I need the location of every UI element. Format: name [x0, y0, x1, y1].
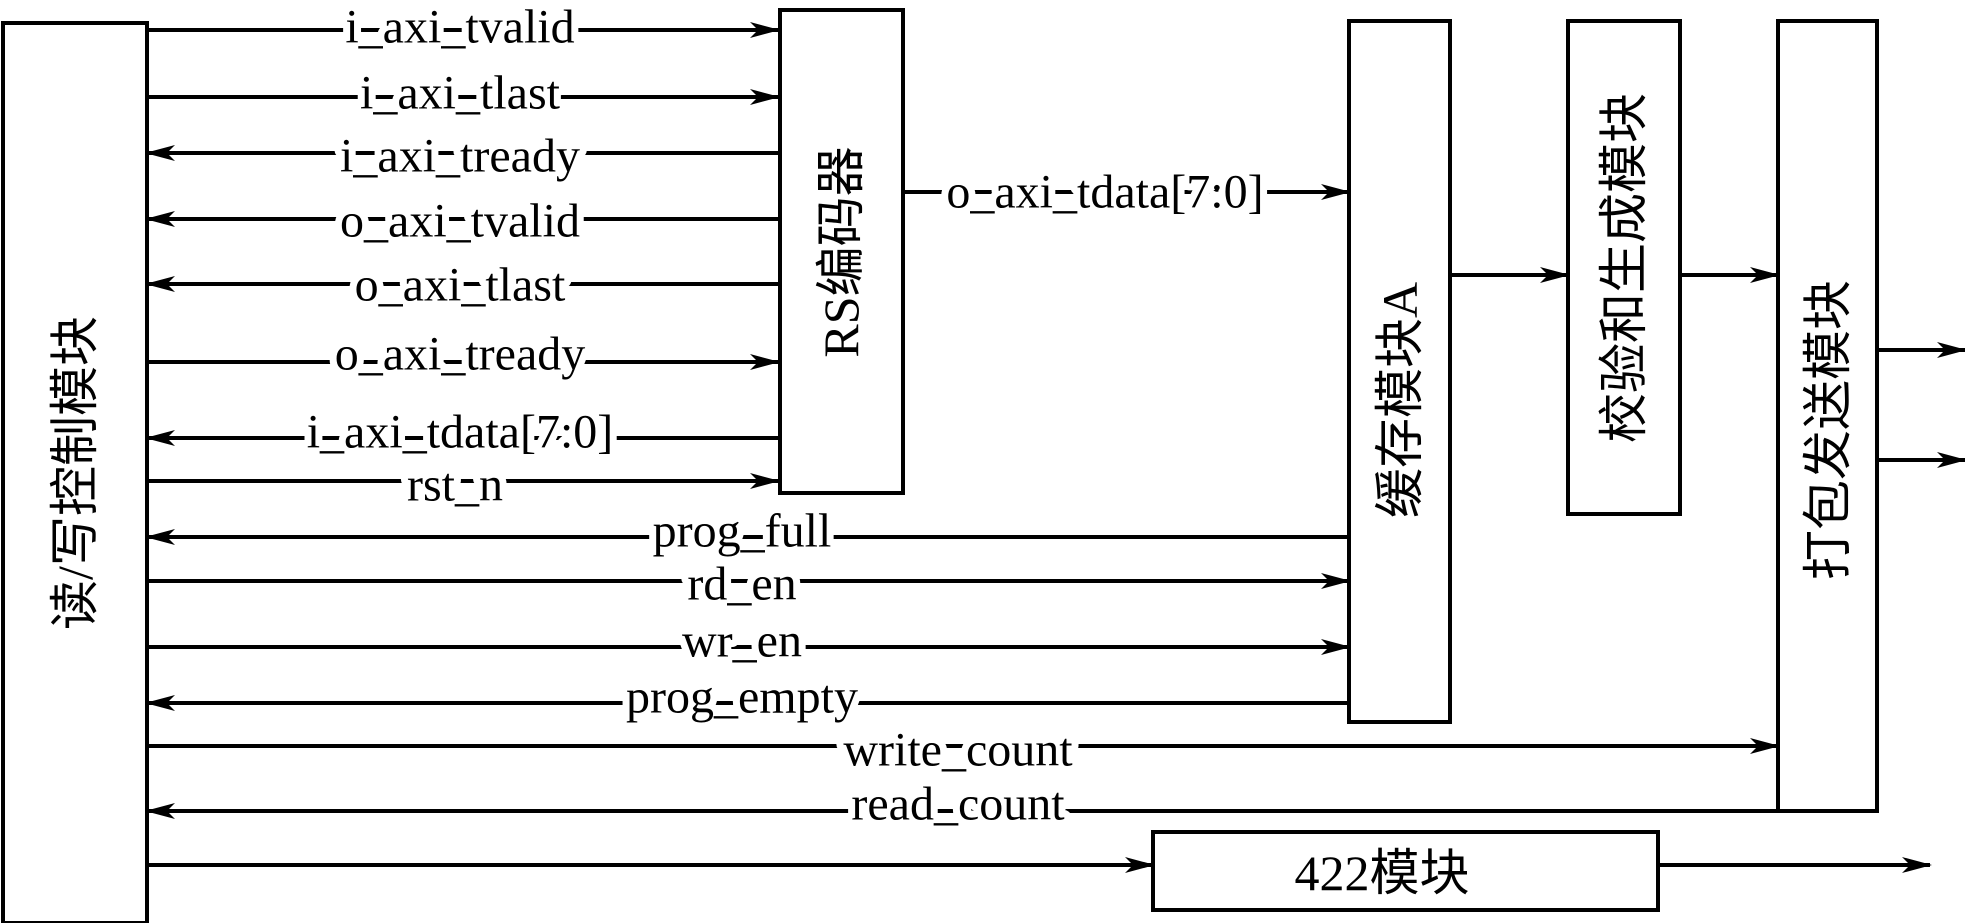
signal-rst-n: rst_n — [407, 459, 503, 512]
signal-i-axi-tready: i_axi_tready — [340, 130, 580, 183]
modules — [1, 8, 1879, 923]
packet-send-module — [1776, 19, 1879, 813]
module-422-label: 422模块 — [1295, 845, 1470, 901]
signal-i-axi-tlast: i_axi_tlast — [360, 67, 561, 120]
signal-i-axi-tvalid: i_axi_tvalid — [345, 1, 574, 54]
signal-wires — [119, 22, 1965, 873]
rw-control-label: 读/写控制模块 — [47, 316, 103, 630]
signal-read-count: read_count — [851, 778, 1065, 831]
signal-rd-en: rd_en — [687, 558, 796, 611]
signal-prog-full: prog_full — [653, 505, 832, 558]
signal-o-axi-tvalid: o_axi_tvalid — [340, 195, 580, 248]
packet-send-label: 打包发送模块 — [1800, 280, 1856, 580]
signal-labels: i_axi_tvalid i_axi_tlast i_axi_tready o_… — [300, 0, 1271, 838]
signal-o-axi-tlast: o_axi_tlast — [355, 259, 566, 312]
buffer-a-module — [1347, 19, 1452, 724]
signal-o-axi-tdata: o_axi_tdata[7:0] — [946, 166, 1263, 219]
module-422 — [1151, 830, 1660, 912]
signal-o-axi-tready: o_axi_tready — [335, 328, 586, 381]
rs-encoder-module — [778, 8, 905, 495]
buffer-a-label: 缓存模块A — [1372, 282, 1428, 518]
rs-encoder-label: RS编码器 — [813, 146, 869, 357]
signal-wr-en: wr_en — [682, 615, 802, 668]
checksum-gen-label: 校验和生成模块 — [1596, 93, 1652, 443]
signal-write-count: write_count — [843, 724, 1073, 777]
checksum-gen-module — [1566, 19, 1682, 516]
rw-control-module — [1, 21, 149, 923]
signal-i-axi-tdata: i_axi_tdata[7:0] — [307, 406, 614, 459]
signal-prog-empty: prog_empty — [626, 671, 858, 724]
